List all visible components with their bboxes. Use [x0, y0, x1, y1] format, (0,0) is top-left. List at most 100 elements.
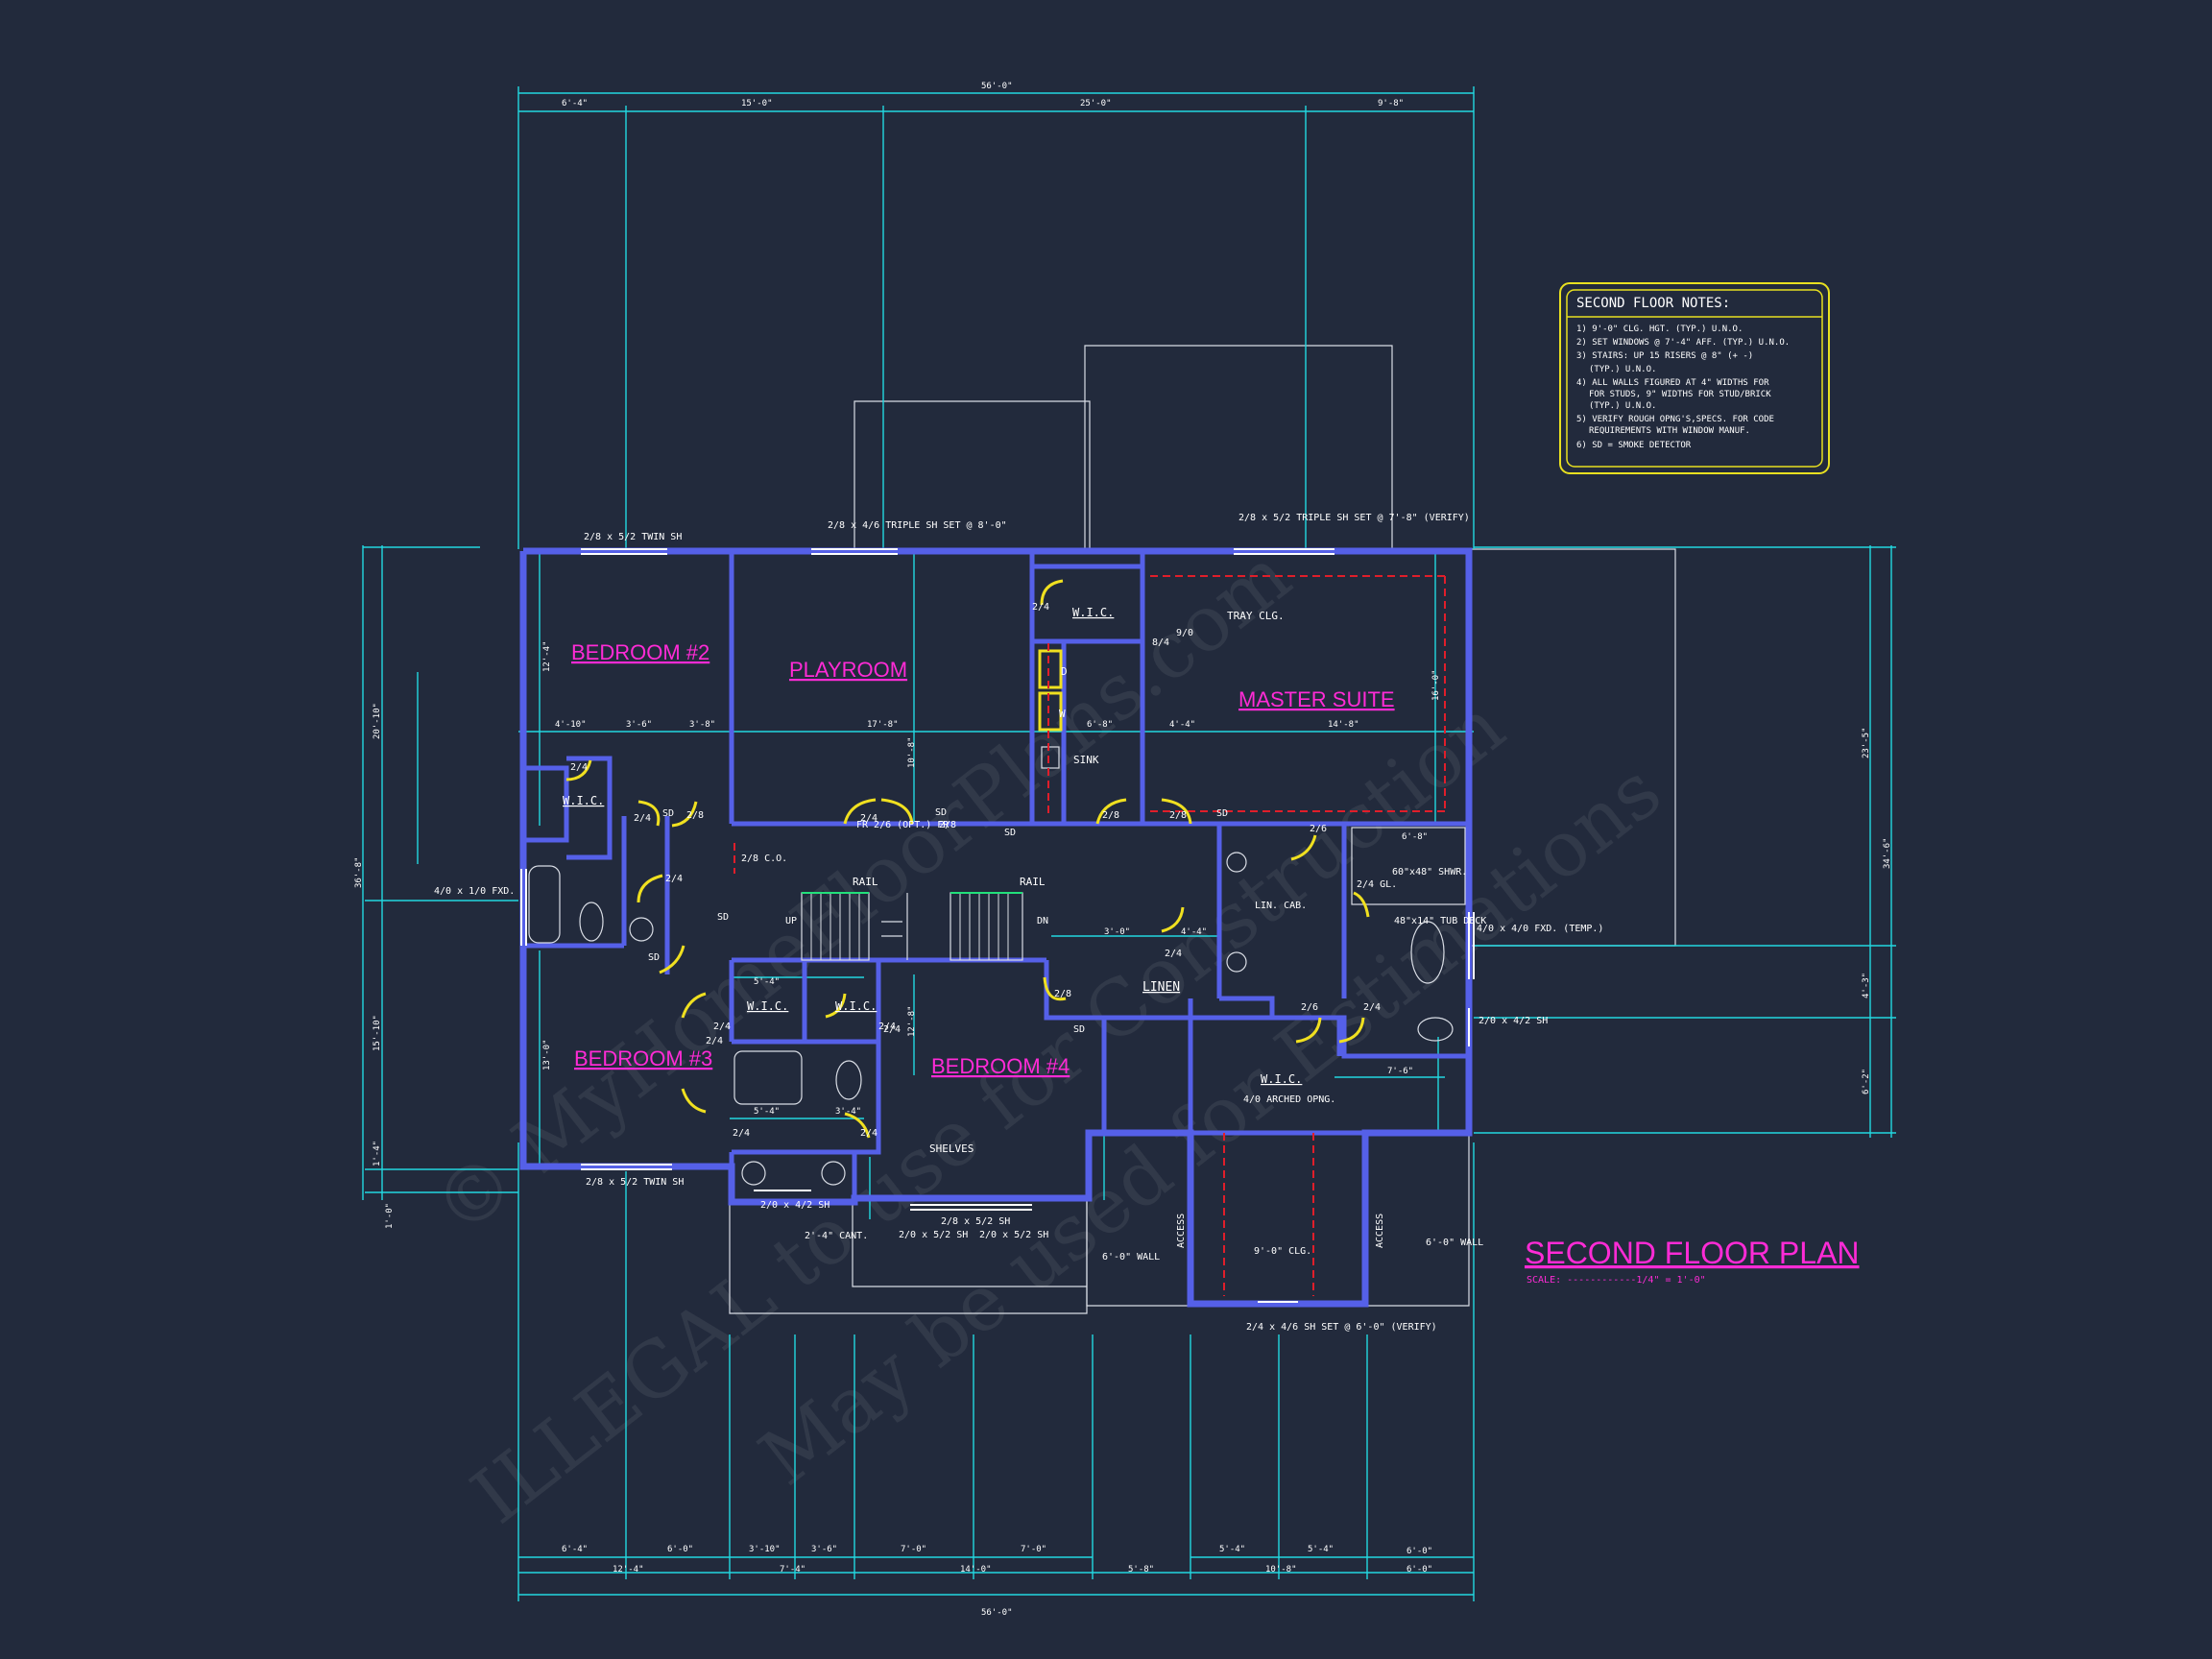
dryer-box — [1038, 649, 1063, 689]
notes-item-2: 2) SET WINDOWS @ 7'-4" AFF. (TYP.) U.N.O… — [1576, 338, 1790, 348]
door-tags: 2/4 2/4 2/8 2/4 2/8 2/8 2/8 2/6 2/4 2/4 … — [570, 602, 1381, 1139]
label-sink: SINK — [1073, 754, 1099, 766]
label-wic-closet: W.I.C. — [1261, 1072, 1302, 1086]
label-lin-cab: LIN. CAB. — [1255, 901, 1307, 911]
notes-item-1: 1) 9'-0" CLG. HGT. (TYP.) U.N.O. — [1576, 325, 1743, 334]
window-label-bottom-left: 2/8 x 5/2 TWIN SH — [586, 1177, 684, 1188]
label-sd-4: SD — [1216, 808, 1228, 819]
door-tag-18: 2/4 — [860, 1128, 878, 1139]
label-wic-master: W.I.C. — [1072, 606, 1114, 619]
dim-int-5: 6'-8" — [1087, 720, 1113, 730]
dim-int-12: 5'-4" — [754, 977, 780, 987]
dim-top-3: 25'-0" — [1080, 99, 1112, 108]
dim-right-overall: 34'-6" — [1883, 837, 1892, 869]
window-marks — [520, 548, 1475, 1303]
toilet-bedroom2 — [579, 902, 604, 942]
door-tag-7: 2/8 — [1054, 989, 1071, 999]
door-tag-11: 2/4 — [878, 1022, 896, 1032]
dim-bottom-r2-2: 7'-4" — [780, 1565, 805, 1575]
room-playroom: PLAYROOM — [789, 658, 907, 682]
fixture-labels: W.I.C. W.I.C. W.I.C. W.I.C. W.I.C. LINEN… — [563, 606, 1486, 1262]
label-sd-7: SD — [662, 808, 674, 819]
tub-hall-bath — [733, 1050, 803, 1105]
dim-int-7: 14'-8" — [1328, 720, 1359, 730]
dim-right-3: 6'-2" — [1862, 1069, 1871, 1094]
fixtures — [528, 575, 1466, 1296]
dim-left-4: 1'-0" — [385, 1203, 395, 1229]
window-label-bay: 2/4 x 4/6 SH SET @ 6'-0" (VERIFY) — [1246, 1322, 1437, 1333]
dim-bottom-r1-4: 3'-6" — [811, 1545, 837, 1554]
dim-bottom-r2-1: 12'-4" — [613, 1565, 644, 1575]
notes-item-4: (TYP.) U.N.O. — [1589, 365, 1656, 374]
dim-int-6: 4'-4" — [1169, 720, 1195, 730]
dim-int-18: 12'-8" — [907, 1005, 917, 1037]
label-sd-3: SD — [1004, 828, 1016, 838]
notes-item-9: REQUIREMENTS WITH WINDOW MANUF. — [1589, 426, 1750, 436]
dim-bottom-r2-6: 6'-0" — [1407, 1547, 1432, 1556]
door-tag-15: 2/8 — [939, 820, 956, 830]
window-label-right-1: 4/0 x 4/0 FXD. (TEMP.) — [1477, 924, 1603, 934]
dim-int-11: 5'-4" — [754, 1107, 780, 1117]
label-gl: 2/4 GL. — [1357, 879, 1397, 890]
dim-left-1: 20'-10" — [373, 703, 382, 739]
window-label-right-2: 2/0 x 4/2 SH — [1479, 1016, 1548, 1026]
dim-right-2: 4'-3" — [1862, 973, 1871, 998]
notes-item-5: 4) ALL WALLS FIGURED AT 4" WIDTHS FOR — [1576, 378, 1769, 388]
label-clg-9: 9'-0" CLG. — [1254, 1246, 1311, 1257]
label-wall-1: 6'-0" WALL — [1102, 1252, 1160, 1262]
sink-2 — [821, 1161, 846, 1186]
sink-bedroom2 — [629, 917, 654, 942]
sink-1 — [741, 1161, 766, 1186]
label-dn: DN — [1037, 916, 1048, 926]
dim-bottom-r1-7: 5'-4" — [1219, 1545, 1245, 1554]
notes-item-3: 3) STAIRS: UP 15 RISERS @ 8" (+ -) — [1576, 351, 1753, 361]
room-bedroom4: BEDROOM #4 — [931, 1054, 1070, 1078]
notes-item-8: 5) VERIFY ROUGH OPNG'S,SPECS. FOR CODE — [1576, 415, 1774, 424]
room-bedroom2: BEDROOM #2 — [571, 640, 709, 664]
dim-int-16: 3'-0" — [1104, 927, 1130, 937]
dim-top-overall: 56'-0" — [981, 82, 1013, 91]
dim-bottom-r2-4: 5'-8" — [1128, 1565, 1154, 1575]
master-shower — [1351, 827, 1466, 905]
label-shelves: SHELVES — [929, 1142, 974, 1155]
door-tag-3: 2/8 — [686, 810, 704, 821]
dim-bottom-r1-9: 6'-0" — [1407, 1565, 1432, 1575]
master-tub — [1410, 921, 1445, 984]
door-tag-4: 2/4 — [665, 874, 683, 884]
dimension-lines — [362, 86, 1896, 1601]
dim-left-2: 15'-10" — [373, 1015, 382, 1051]
door-tag-12: 2/4 — [1363, 1002, 1381, 1013]
label-tub-deck: 48"x14" TUB DECK — [1394, 916, 1486, 926]
door-tag-9: 2/4 — [1165, 949, 1182, 959]
dim-int-2: 3'-6" — [626, 720, 652, 730]
dim-bottom-r1-5: 7'-0" — [901, 1545, 926, 1554]
stairs — [801, 892, 1023, 961]
dim-bottom-r1-3: 3'-10" — [749, 1545, 781, 1554]
dim-right-1: 23'-5" — [1862, 727, 1871, 758]
toilet-hall-bath — [835, 1060, 862, 1100]
label-shower: 60"x48" SHWR. — [1392, 867, 1467, 878]
label-access-2: ACCESS — [1375, 1214, 1385, 1248]
door-tag-19: 2/4 — [883, 1024, 901, 1035]
notes-box: SECOND FLOOR NOTES: 1) 9'-0" CLG. HGT. (… — [1559, 282, 1830, 474]
window-label-top-mid: 2/8 x 4/6 TRIPLE SH SET @ 8'-0" — [828, 520, 1007, 531]
label-sd-2: SD — [935, 807, 947, 818]
label-washer: W — [1059, 708, 1066, 720]
master-toilet — [1417, 1017, 1454, 1042]
label-co: 2/8 C.O. — [741, 854, 787, 864]
dim-bottom-r1-1: 6'-4" — [562, 1545, 588, 1554]
dim-int-15: 4'-4" — [1181, 927, 1207, 937]
label-wic-bed3: W.I.C. — [747, 999, 788, 1013]
label-up: UP — [785, 916, 797, 926]
dim-int-19: 6'-8" — [1402, 832, 1428, 842]
dim-left-3: 1'-4" — [373, 1141, 382, 1166]
label-arched: 4/0 ARCHED OPNG. — [1243, 1094, 1335, 1105]
interior-walls — [523, 551, 1469, 1304]
label-tray-clg: TRAY CLG. — [1227, 610, 1285, 622]
door-tag-1: 2/4 — [570, 762, 588, 773]
door-tag-13: 2/6 — [1301, 1002, 1318, 1013]
plan-title: SECOND FLOOR PLAN — [1525, 1236, 1860, 1270]
label-sd-5: SD — [648, 952, 660, 963]
dim-int-4: 17'-8" — [867, 720, 899, 730]
